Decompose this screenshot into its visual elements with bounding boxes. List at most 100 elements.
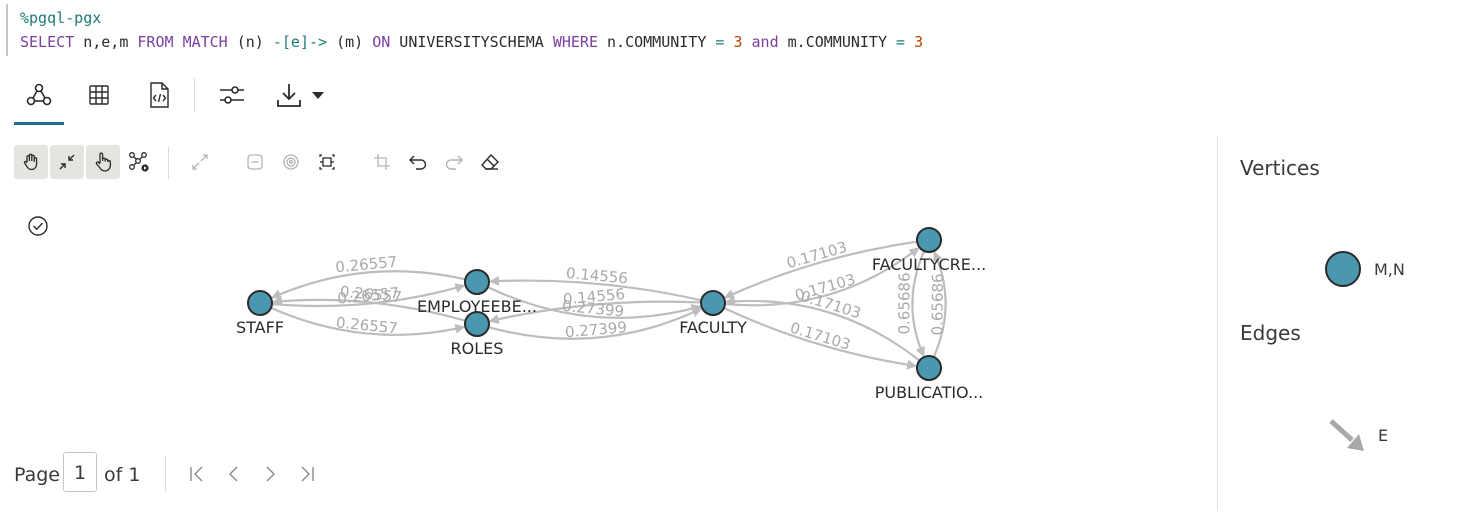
edge-label: 0.26557 — [335, 253, 398, 277]
graph-node[interactable] — [464, 311, 490, 337]
vertex-legend-swatch[interactable] — [1325, 251, 1361, 287]
json-view-tab[interactable] — [134, 76, 184, 114]
table-icon — [89, 85, 109, 105]
edge-label: 0.14556 — [562, 285, 625, 308]
group-tool[interactable] — [310, 145, 344, 179]
node-label: EMPLOYEEBE... — [417, 297, 537, 316]
node-label: ROLES — [451, 339, 504, 358]
sliders-icon — [220, 86, 244, 104]
graph-edge[interactable] — [271, 283, 466, 308]
edge-label: 0.17103 — [784, 238, 849, 273]
toolbar-divider — [168, 147, 169, 179]
edge-label: 0.65686 — [895, 272, 913, 334]
query-token: m.COMMUNITY — [778, 33, 897, 51]
vertices-heading: Vertices — [1240, 156, 1320, 180]
collapse-icon — [59, 154, 75, 170]
graph-edge[interactable] — [271, 296, 466, 322]
graph-edge[interactable] — [723, 307, 918, 370]
query-token — [743, 33, 752, 51]
settings-button[interactable] — [207, 76, 257, 114]
next-page-icon[interactable] — [258, 462, 282, 486]
legend-panel: Vertices M,N Edges E — [1217, 136, 1480, 510]
query-token — [174, 33, 183, 51]
edge-legend-label: E — [1378, 426, 1389, 445]
page-count: of 1 — [104, 464, 141, 486]
redo-tool[interactable] — [437, 145, 471, 179]
query-token: MATCH — [182, 33, 228, 51]
node-label: STAFF — [236, 318, 284, 337]
query-token: = — [715, 33, 725, 51]
hand-icon — [23, 153, 38, 171]
graph-node[interactable] — [700, 290, 726, 316]
graph-edge[interactable] — [932, 250, 947, 358]
query-token: SELECT — [20, 33, 75, 51]
group-box-icon — [319, 154, 335, 170]
graph-edge[interactable] — [911, 250, 926, 358]
select-tool[interactable] — [86, 145, 120, 179]
graph-edge[interactable] — [724, 247, 920, 307]
maximize-tool[interactable] — [183, 145, 217, 179]
node-label: FACULTYCRE... — [872, 255, 986, 274]
edge-label: 0.65686 — [928, 273, 946, 335]
query-token: 3 — [733, 33, 743, 51]
target-icon — [283, 154, 299, 170]
graph-icon — [26, 83, 52, 106]
graph-edge[interactable] — [270, 270, 466, 299]
graph-expand-icon — [129, 152, 149, 172]
query-text: SELECT n,e,m FROM MATCH (n) -[e]-> (m) O… — [20, 33, 923, 51]
first-page-icon[interactable] — [186, 462, 210, 486]
drop-tool[interactable] — [238, 145, 272, 179]
graph-edge[interactable] — [487, 286, 702, 319]
graph-edge[interactable] — [723, 240, 918, 299]
edge-label: 0.14556 — [565, 264, 628, 288]
page-number-input[interactable]: 1 — [63, 452, 97, 492]
node-label: FACULTY — [679, 318, 747, 337]
graph-edge[interactable] — [488, 307, 703, 340]
pagination-divider — [165, 456, 166, 492]
edge-label: 0.26557 — [337, 284, 400, 308]
edge-label: 0.17103 — [788, 319, 853, 354]
view-switcher — [14, 76, 454, 126]
fit-to-screen-tool[interactable] — [50, 145, 84, 179]
graph-toolbar — [14, 145, 534, 181]
edges-heading: Edges — [1240, 321, 1301, 345]
table-view-tab[interactable] — [74, 76, 124, 114]
page-label: Page — [14, 464, 60, 486]
pointer-hand-icon — [95, 152, 112, 172]
last-page-icon[interactable] — [294, 462, 318, 486]
query-token: n.COMMUNITY — [598, 33, 716, 51]
eraser-icon — [481, 153, 499, 170]
check-circle-icon[interactable] — [26, 214, 50, 238]
focus-tool[interactable] — [274, 145, 308, 179]
undo-icon — [409, 155, 427, 170]
ungroup-tool[interactable] — [365, 145, 399, 179]
caret-down-icon — [312, 92, 324, 99]
previous-page-icon[interactable] — [222, 462, 246, 486]
toolbar-divider — [194, 78, 195, 112]
expand-tool[interactable] — [122, 145, 156, 179]
redo-icon — [445, 155, 463, 170]
graph-node[interactable] — [247, 290, 273, 316]
graph-edge[interactable] — [488, 276, 702, 302]
graph-node[interactable] — [916, 227, 942, 253]
download-button[interactable] — [268, 76, 332, 114]
query-editor[interactable]: %pgql-pgx SELECT n,e,m FROM MATCH (n) -[… — [6, 4, 1468, 56]
graph-canvas[interactable]: 0.265570.265570.265570.265570.273990.145… — [180, 200, 1040, 430]
undo-tool[interactable] — [401, 145, 435, 179]
edge-legend-arrow-icon[interactable] — [1328, 418, 1368, 454]
graph-node[interactable] — [464, 269, 490, 295]
graph-edge[interactable] — [270, 306, 466, 336]
query-token: UNIVERSITYSCHEMA — [390, 33, 553, 51]
query-token: FROM — [137, 33, 174, 51]
graph-view-tab[interactable] — [14, 76, 64, 125]
graph-edge[interactable] — [488, 300, 702, 325]
query-token: n,e,m — [74, 33, 138, 51]
interpreter-directive: %pgql-pgx — [20, 9, 102, 27]
pan-tool[interactable] — [14, 145, 48, 179]
edge-label: 0.26557 — [335, 313, 399, 337]
reset-tool[interactable] — [473, 145, 507, 179]
graph-edge[interactable] — [724, 296, 921, 362]
vertex-legend-label: M,N — [1374, 260, 1405, 279]
edge-label: 0.27399 — [564, 318, 627, 341]
graph-node[interactable] — [916, 355, 942, 381]
